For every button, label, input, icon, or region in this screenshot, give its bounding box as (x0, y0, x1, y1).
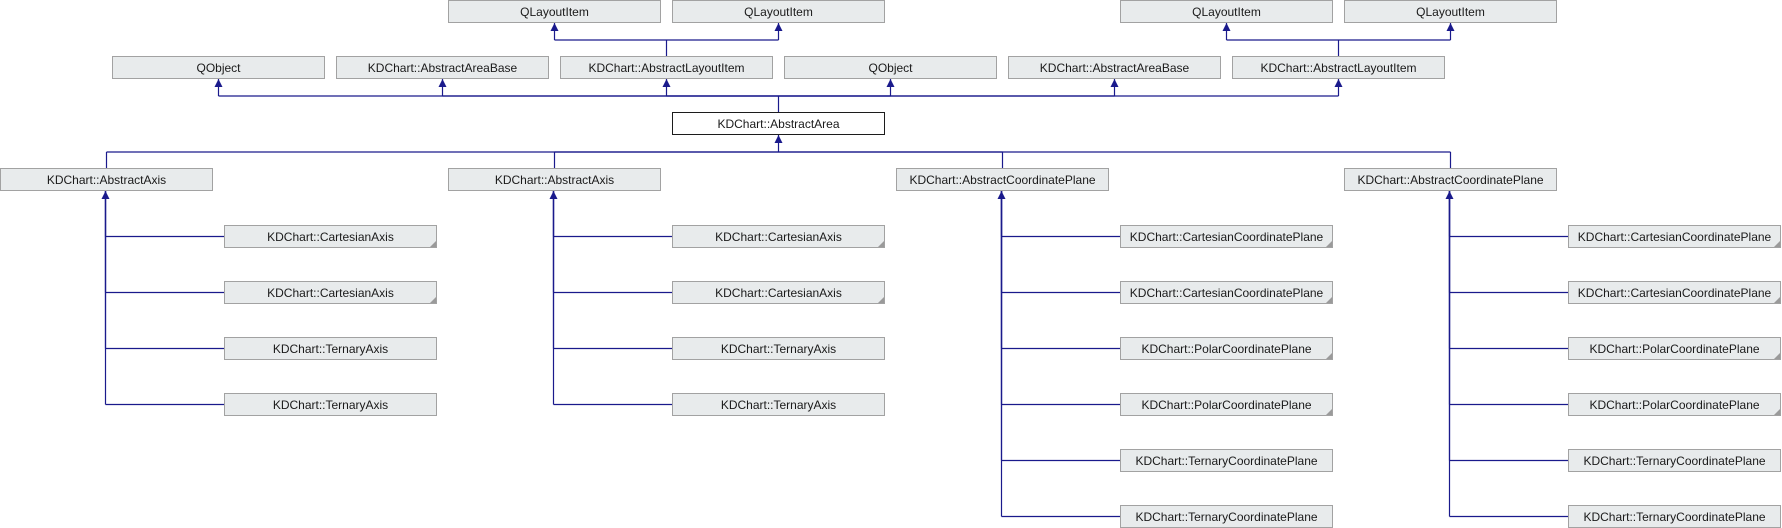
node-abstract-axis-2[interactable]: KDChart::AbstractAxis (448, 168, 661, 191)
node-qlayoutitem-1[interactable]: QLayoutItem (448, 0, 661, 23)
node-ternary-axis[interactable]: KDChart::TernaryAxis (224, 393, 437, 416)
node-ternary-axis[interactable]: KDChart::TernaryAxis (224, 337, 437, 360)
edge-lines (104, 23, 1568, 518)
node-abstract-axis-1[interactable]: KDChart::AbstractAxis (0, 168, 213, 191)
node-cartesian-axis[interactable]: KDChart::CartesianAxis (224, 225, 437, 248)
node-polar-coordinate-plane[interactable]: KDChart::PolarCoordinatePlane (1568, 393, 1781, 416)
node-polar-coordinate-plane[interactable]: KDChart::PolarCoordinatePlane (1120, 337, 1333, 360)
arrowhead (1446, 23, 1455, 31)
arrowhead (549, 191, 558, 199)
arrowhead (886, 79, 895, 87)
node-cartesian-axis[interactable]: KDChart::CartesianAxis (672, 281, 885, 304)
arrowhead (550, 23, 559, 31)
node-cartesian-coordinate-plane[interactable]: KDChart::CartesianCoordinatePlane (1120, 225, 1333, 248)
node-qobject-2[interactable]: QObject (784, 56, 997, 79)
arrowhead (214, 79, 223, 87)
edge-arrowheads (101, 23, 1455, 199)
node-abstract-area[interactable]: KDChart::AbstractArea (672, 112, 885, 135)
node-ternary-axis[interactable]: KDChart::TernaryAxis (672, 337, 885, 360)
node-ternary-axis[interactable]: KDChart::TernaryAxis (672, 393, 885, 416)
node-abstract-coordinate-plane-2[interactable]: KDChart::AbstractCoordinatePlane (1344, 168, 1557, 191)
node-abstract-layout-item-1[interactable]: KDChart::AbstractLayoutItem (560, 56, 773, 79)
node-cartesian-coordinate-plane[interactable]: KDChart::CartesianCoordinatePlane (1120, 281, 1333, 304)
arrowhead (997, 191, 1006, 199)
arrowhead (438, 79, 447, 87)
arrowhead (101, 191, 110, 199)
arrowhead (1445, 191, 1454, 199)
node-ternary-coordinate-plane[interactable]: KDChart::TernaryCoordinatePlane (1568, 449, 1781, 472)
node-abstract-area-base-1[interactable]: KDChart::AbstractAreaBase (336, 56, 549, 79)
node-qlayoutitem-3[interactable]: QLayoutItem (1120, 0, 1333, 23)
node-abstract-layout-item-2[interactable]: KDChart::AbstractLayoutItem (1232, 56, 1445, 79)
arrowhead (774, 23, 783, 31)
node-qlayoutitem-2[interactable]: QLayoutItem (672, 0, 885, 23)
arrowhead (1110, 79, 1119, 87)
node-qobject-1[interactable]: QObject (112, 56, 325, 79)
node-abstract-area-base-2[interactable]: KDChart::AbstractAreaBase (1008, 56, 1221, 79)
node-cartesian-coordinate-plane[interactable]: KDChart::CartesianCoordinatePlane (1568, 281, 1781, 304)
node-polar-coordinate-plane[interactable]: KDChart::PolarCoordinatePlane (1120, 393, 1333, 416)
node-cartesian-coordinate-plane[interactable]: KDChart::CartesianCoordinatePlane (1568, 225, 1781, 248)
node-cartesian-axis[interactable]: KDChart::CartesianAxis (224, 281, 437, 304)
node-ternary-coordinate-plane[interactable]: KDChart::TernaryCoordinatePlane (1120, 449, 1333, 472)
node-qlayoutitem-4[interactable]: QLayoutItem (1344, 0, 1557, 23)
arrowhead (1222, 23, 1231, 31)
node-polar-coordinate-plane[interactable]: KDChart::PolarCoordinatePlane (1568, 337, 1781, 360)
node-abstract-coordinate-plane-1[interactable]: KDChart::AbstractCoordinatePlane (896, 168, 1109, 191)
node-ternary-coordinate-plane[interactable]: KDChart::TernaryCoordinatePlane (1568, 505, 1781, 528)
arrowhead (1334, 79, 1343, 87)
node-ternary-coordinate-plane[interactable]: KDChart::TernaryCoordinatePlane (1120, 505, 1333, 528)
arrowhead (774, 135, 783, 143)
node-cartesian-axis[interactable]: KDChart::CartesianAxis (672, 225, 885, 248)
arrowhead (662, 79, 671, 87)
